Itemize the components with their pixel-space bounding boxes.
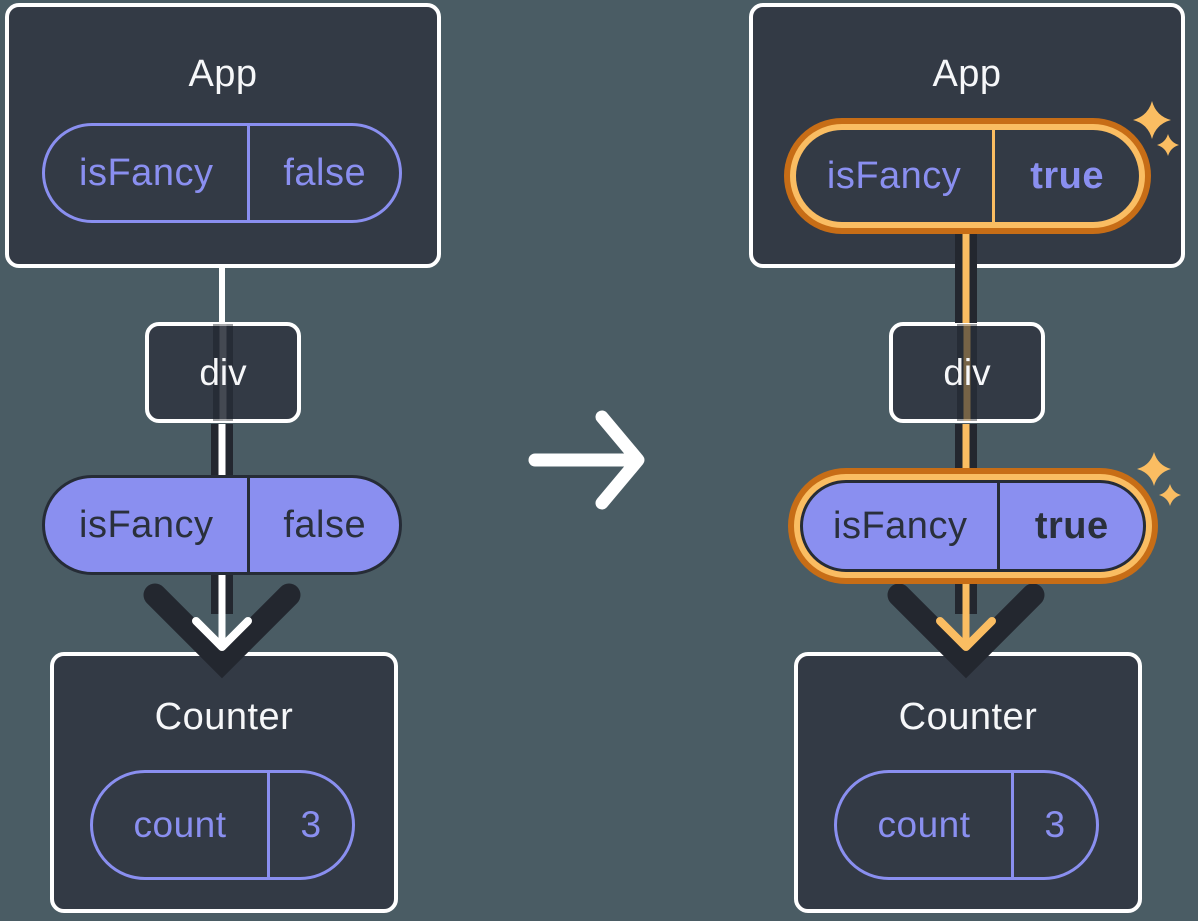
prop-name: isFancy bbox=[826, 154, 962, 197]
sparkle-icon bbox=[1133, 101, 1179, 156]
counter-state-pill: count 3 bbox=[834, 770, 1099, 880]
div-node: div bbox=[145, 322, 301, 423]
tree-edge-app-div bbox=[219, 254, 225, 330]
prop-name: isFancy bbox=[833, 504, 968, 547]
props-flow-shaft-highlighted bbox=[955, 424, 977, 482]
props-flow-shaft bbox=[211, 424, 233, 482]
prop-name: isFancy bbox=[79, 151, 214, 194]
app-prop-pill: isFancy false bbox=[42, 123, 402, 223]
state-name: count bbox=[133, 804, 227, 845]
app-node-title: App bbox=[932, 53, 1002, 95]
app-node-title: App bbox=[188, 53, 258, 95]
passed-prop-pill-highlighted: isFancy true bbox=[800, 480, 1146, 572]
counter-node-title: Counter bbox=[154, 696, 294, 738]
prop-value: false bbox=[247, 478, 399, 572]
prop-value: true bbox=[997, 483, 1143, 569]
prop-value: false bbox=[247, 126, 399, 220]
state-value: 3 bbox=[1011, 773, 1096, 877]
passed-prop-pill: isFancy false bbox=[42, 475, 402, 575]
div-node: div bbox=[889, 322, 1045, 423]
app-prop-pill-highlighted: isFancy true bbox=[796, 130, 1139, 222]
prop-value: true bbox=[992, 130, 1139, 222]
transition-arrow-icon bbox=[528, 410, 645, 510]
counter-state-pill: count 3 bbox=[90, 770, 355, 880]
props-flow-arrow-icon-highlighted bbox=[887, 558, 1045, 679]
state-name: count bbox=[877, 804, 971, 845]
div-node-title: div bbox=[943, 351, 991, 393]
state-value: 3 bbox=[267, 773, 352, 877]
div-node-title: div bbox=[199, 351, 247, 393]
counter-node-title: Counter bbox=[898, 696, 1038, 738]
sparkle-icon bbox=[1137, 452, 1181, 506]
prop-name: isFancy bbox=[79, 503, 214, 546]
props-flow-shaft-highlighted bbox=[955, 231, 977, 323]
